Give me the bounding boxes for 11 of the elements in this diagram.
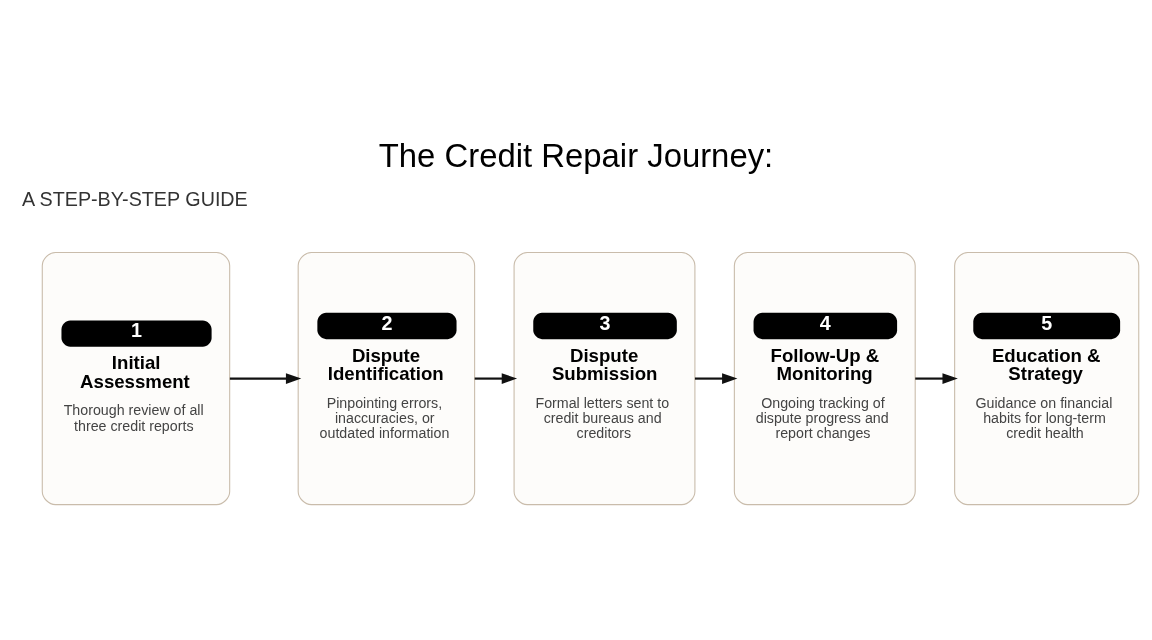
node-box: 5 Education & Strategy Guidance on financial habits for long-term credit health	[954, 251, 1140, 505]
node-box: 4 Follow-Up & Monitoring Ongoing tracking of dispute progress and report changes	[733, 251, 916, 505]
arrow	[229, 372, 302, 384]
node-box: 2 Dispute Identification Pinpointing errors, inaccuracies, or outdated information	[297, 251, 476, 505]
diagram-title: The Credit Repair Journey:	[378, 136, 774, 174]
node-box: 1 Initial Assessment Thorough review of all three credit reports	[41, 251, 231, 505]
arrow	[694, 372, 738, 384]
node-box: 3 Dispute Submission Formal letters sent to credit bureaus and creditors	[513, 251, 696, 505]
arrow	[915, 372, 958, 384]
label: A STEP-BY-STEP GUIDE	[22, 187, 248, 210]
arrow	[474, 372, 518, 384]
